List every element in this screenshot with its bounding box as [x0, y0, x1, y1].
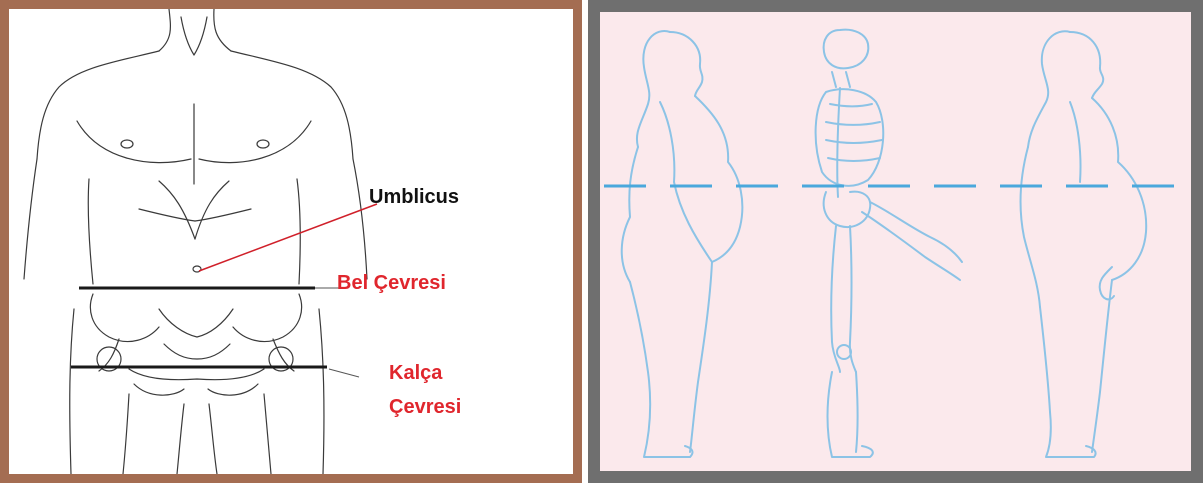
hip-circumference-label-line1: Kalça [389, 361, 442, 385]
woman-silhouette [622, 31, 743, 457]
overweight-silhouette [1021, 31, 1147, 457]
silhouette-illustration [600, 12, 1191, 471]
waist-circumference-label: Bel Çevresi [337, 271, 446, 295]
hip-circumference-label-line2: Çevresi [389, 395, 461, 419]
torso-measurement-panel: Umblicus Bel Çevresi Kalça Çevresi [0, 0, 582, 483]
torso-sketch [9, 9, 573, 474]
umbilicus-label: Umblicus [369, 185, 459, 209]
skeleton-silhouette [816, 30, 962, 457]
silhouette-panel [588, 0, 1203, 483]
hip-leader [329, 369, 359, 377]
umbilicus-pointer [199, 204, 377, 271]
